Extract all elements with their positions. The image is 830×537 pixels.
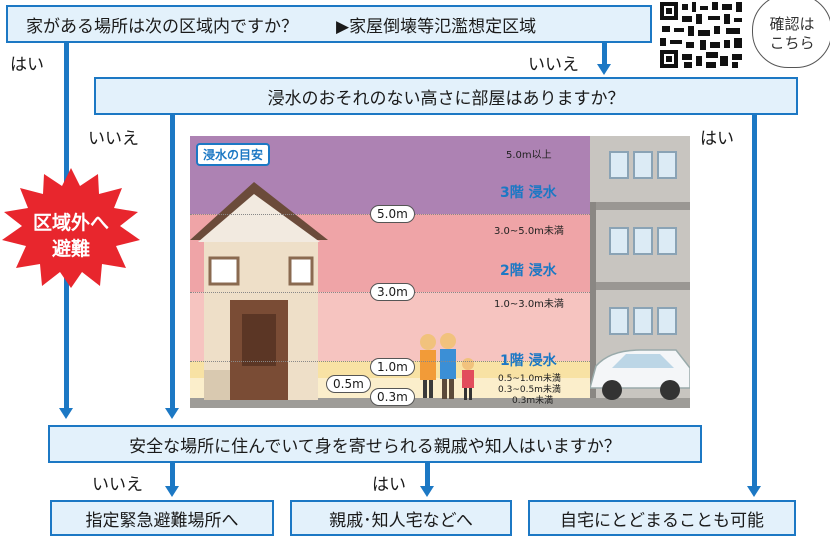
arrow-to-shelter	[165, 486, 179, 497]
evacuate-burst-line2: 避難	[51, 238, 90, 260]
question-box-relatives: 安全な場所に住んでいて身を寄せられる親戚や知人はいますか？	[48, 425, 702, 463]
arrow-to-stay-home	[747, 486, 761, 497]
outcome-stay-home-text: 自宅にとどまることも可能	[560, 510, 764, 531]
no-label-mid: いいえ	[88, 129, 139, 149]
band-range-2: 3.0~5.0m未満	[494, 226, 564, 237]
arrow-to-q3-left	[59, 408, 73, 419]
height-no-line	[170, 115, 175, 410]
depth-tag-05m: 0.5m	[326, 375, 371, 393]
zone-link[interactable]: ▶家屋倒壊等氾濫想定区域	[336, 16, 537, 37]
depth-tag-5m: 5.0m	[370, 205, 415, 223]
flood-depth-illustration	[190, 136, 690, 408]
qr-code-image[interactable]	[658, 0, 744, 70]
no-label-bottom: いいえ	[92, 475, 143, 495]
outcome-stay-home: 自宅にとどまることも可能	[528, 500, 796, 536]
illustration-title: 浸水の目安	[196, 143, 271, 166]
height-yes-line	[752, 115, 757, 488]
band-floor-3: 1階 浸水	[500, 353, 557, 369]
zone-question-text: 家がある場所は次の区域内ですか？	[26, 16, 298, 37]
qr-speech-bubble: 確認は こちら	[752, 0, 830, 68]
small-range-1: 0.5~1.0m未満	[498, 374, 561, 384]
small-range-3: 0.3m未満	[512, 396, 554, 406]
relatives-no-line	[170, 463, 175, 488]
question-box-zone: 家がある場所は次の区域内ですか？ ▶家屋倒壊等氾濫想定区域	[6, 5, 652, 43]
outcome-relatives-text: 親戚･知人宅などへ	[329, 510, 473, 531]
arrow-to-q2	[597, 64, 611, 75]
evacuate-burst	[2, 168, 140, 288]
outcome-relatives: 親戚･知人宅などへ	[290, 500, 512, 536]
no-label-top: いいえ	[528, 55, 579, 75]
depth-tag-1m: 1.0m	[370, 358, 415, 376]
height-question-text: 浸水のおそれのない高さに部屋はありますか？	[267, 88, 625, 109]
qr-note-text: 確認は こちら	[769, 15, 815, 52]
small-range-2: 0.3~0.5m未満	[498, 385, 561, 395]
depth-tag-3m: 3.0m	[370, 283, 415, 301]
evacuate-burst-line1: 区域外へ	[32, 212, 109, 234]
yes-label-right: はい	[700, 129, 734, 149]
question-box-height: 浸水のおそれのない高さに部屋はありますか？	[94, 77, 798, 115]
band-floor-1: 3階 浸水	[500, 185, 557, 201]
yes-label-left: はい	[10, 55, 44, 75]
band-range-3: 1.0~3.0m未満	[494, 299, 564, 310]
yes-label-bottom: はい	[372, 475, 406, 495]
band-floor-2: 2階 浸水	[500, 263, 557, 279]
outcome-shelter-text: 指定緊急避難場所へ	[85, 510, 239, 531]
zone-no-line	[602, 43, 607, 66]
depth-tag-03m: 0.3m	[370, 388, 415, 406]
arrow-to-q3-mid	[165, 408, 179, 419]
relatives-question-text: 安全な場所に住んでいて身を寄せられる親戚や知人はいますか？	[129, 436, 621, 457]
relatives-yes-line	[425, 463, 430, 488]
arrow-to-relatives	[420, 486, 434, 497]
outcome-shelter: 指定緊急避難場所へ	[50, 500, 274, 536]
band-range-1: 5.0m以上	[506, 150, 552, 161]
